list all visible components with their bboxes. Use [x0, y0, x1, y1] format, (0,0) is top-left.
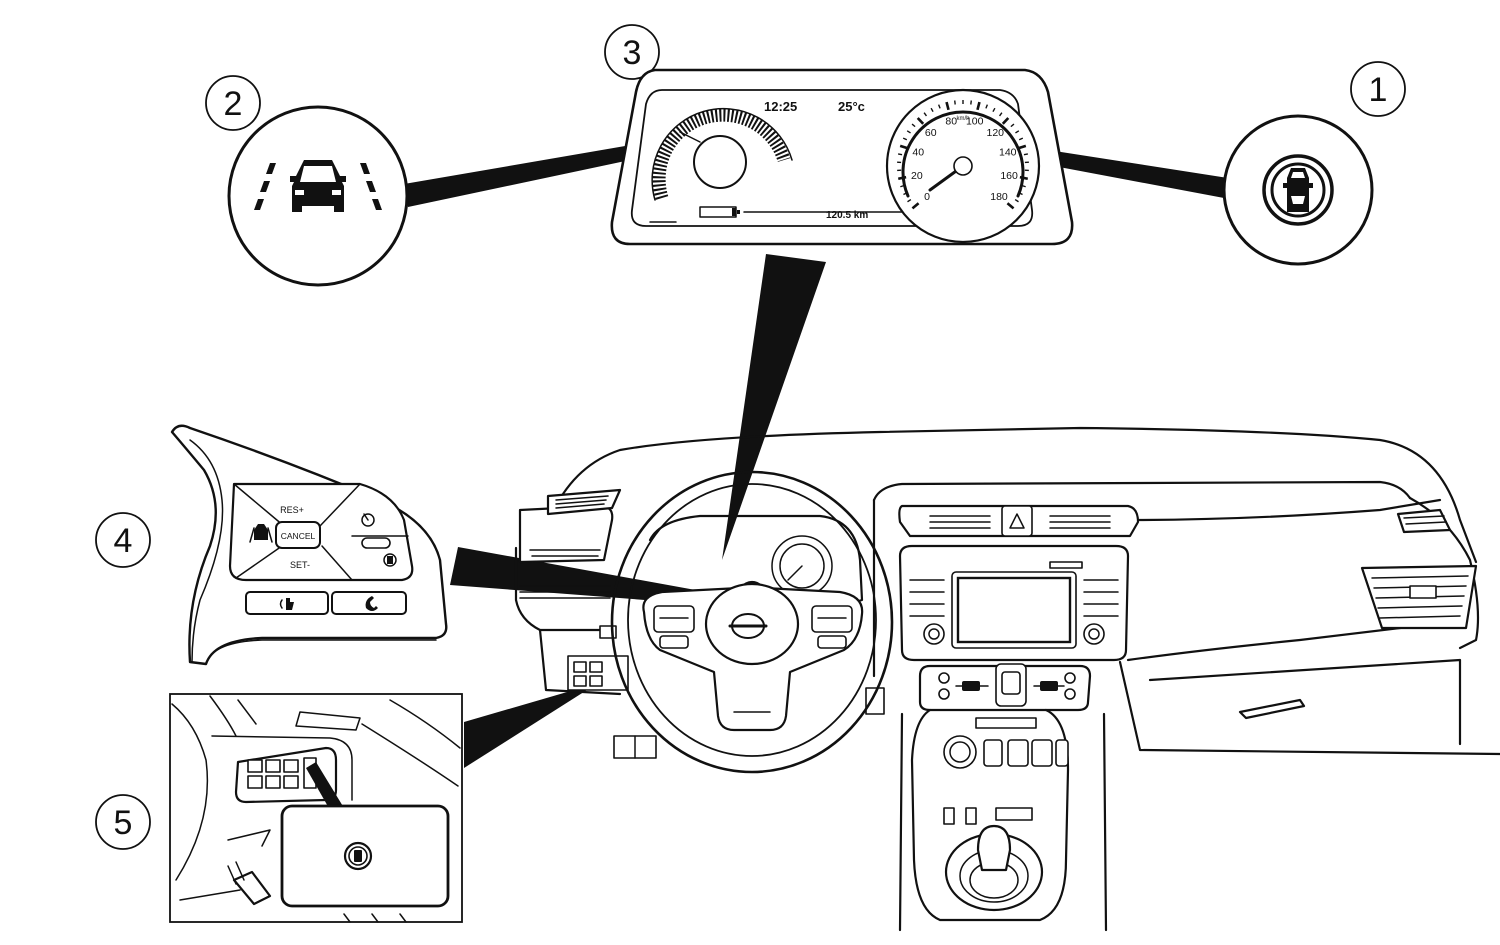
lane-departure-warning-icon	[227, 105, 409, 287]
callout-number-1: 1	[1350, 61, 1406, 117]
speed-tick-mark	[897, 153, 903, 156]
speed-tick-label: 0	[924, 191, 930, 203]
speed-tick-mark	[1023, 153, 1029, 156]
speed-tick-label: 60	[925, 127, 937, 139]
res-button-label: RES+	[280, 505, 304, 515]
speed-tick-label: 140	[999, 147, 1017, 159]
cluster-temperature: 25°c	[838, 99, 865, 114]
pointer-callout-3	[722, 254, 826, 560]
set-button-label: SET-	[290, 560, 310, 570]
speed-tick-mark	[906, 130, 911, 134]
speed-tick-mark	[897, 175, 907, 180]
speed-tick-mark	[937, 104, 941, 109]
pointer-callout-5	[464, 683, 598, 768]
cancel-button-label: CANCEL	[281, 531, 316, 541]
speed-tick-mark	[916, 117, 925, 125]
lane-assist-switch-icon	[249, 524, 273, 543]
speed-tick-label: 20	[911, 170, 923, 182]
power-gauge	[651, 107, 793, 201]
callout-number-4: 4	[95, 512, 151, 568]
speed-tick-label: 40	[912, 147, 924, 159]
speed-tick-mark	[899, 144, 909, 150]
voice-command-icon	[279, 598, 294, 610]
speed-tick-label: 180	[990, 191, 1008, 203]
speed-tick-mark	[1017, 144, 1027, 150]
speed-tick-mark	[1006, 202, 1015, 210]
speed-tick-mark	[970, 100, 972, 105]
steering-switch-closeup: CANCEL RES+ SET-	[170, 424, 448, 666]
steering-wheel	[610, 470, 894, 774]
battery-gauge	[649, 206, 909, 223]
speed-tick-mark	[911, 123, 916, 128]
speed-tick-mark	[992, 107, 996, 113]
speed-tick-mark	[903, 192, 908, 196]
svg-text:4: 4	[114, 522, 133, 560]
speed-tick-label: 80	[945, 115, 957, 127]
speed-tick-mark	[902, 137, 908, 141]
cluster-clock: 12:25	[764, 99, 797, 114]
lane-prevention-switch-icon	[383, 553, 397, 567]
speed-tick-mark	[900, 184, 905, 188]
callout-number-5: 5	[95, 794, 151, 850]
cluster-odometer: 120.5 km	[826, 210, 868, 221]
svg-text:3: 3	[623, 34, 642, 72]
speed-tick-mark	[1021, 184, 1026, 188]
speed-tick-mark	[1018, 137, 1024, 141]
speed-tick-mark	[945, 101, 950, 111]
speed-tick-mark	[930, 107, 934, 113]
speed-tick-mark	[1001, 117, 1010, 125]
speed-tick-mark	[911, 202, 920, 210]
speed-tick-mark	[923, 112, 928, 117]
speed-tick-label: 100	[966, 115, 984, 127]
switch-panel-closeup	[169, 693, 463, 923]
callout-number-2: 2	[205, 75, 261, 131]
speed-tick-mark	[954, 100, 956, 105]
speed-tick-mark	[1014, 198, 1019, 203]
speed-tick-mark	[1019, 175, 1029, 180]
speed-tick-mark	[907, 198, 912, 203]
speed-tick-mark	[976, 101, 981, 111]
lane-prevention-button-icon	[343, 841, 373, 871]
speed-tick-label: 160	[1000, 170, 1018, 182]
svg-text:1: 1	[1369, 71, 1388, 109]
lane-departure-prevention-icon	[1222, 114, 1374, 266]
speed-tick-mark	[1010, 123, 1015, 128]
phone-icon	[365, 596, 378, 611]
svg-text:2: 2	[224, 85, 243, 123]
svg-text:5: 5	[114, 804, 133, 842]
speed-tick-mark	[998, 112, 1003, 117]
dashboard	[514, 426, 1500, 932]
speed-unit: km/h	[956, 116, 969, 122]
speed-tick-label: 120	[986, 127, 1004, 139]
distance-switch-icon	[361, 513, 375, 527]
speed-tick-mark	[1015, 130, 1020, 134]
speed-tick-mark	[1018, 192, 1023, 196]
speed-tick-mark	[985, 104, 989, 109]
callout-number-3: 3	[604, 24, 660, 80]
